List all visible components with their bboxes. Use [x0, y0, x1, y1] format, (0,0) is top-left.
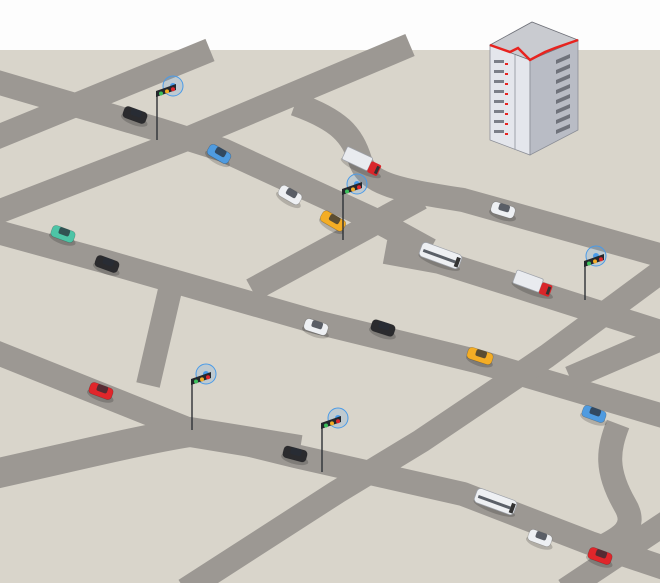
road — [0, 38, 215, 149]
signal-lamp-icon — [351, 187, 355, 192]
building-window — [494, 70, 504, 73]
building-balcony — [556, 94, 570, 104]
building-balcony — [556, 84, 570, 94]
traffic-light — [156, 75, 184, 140]
vehicle-car — [302, 318, 329, 339]
road — [0, 33, 415, 224]
vehicle-van — [318, 210, 347, 235]
building-window — [494, 130, 504, 133]
traffic-light — [584, 245, 607, 300]
vehicle-car — [525, 529, 553, 550]
signal-lamp-icon — [599, 257, 603, 262]
car-windows — [595, 549, 608, 559]
car-windows — [130, 108, 143, 118]
building-window-light — [505, 73, 508, 75]
building-window-light — [505, 83, 508, 85]
vehicle-car — [281, 445, 309, 466]
signal-lamp-icon — [336, 419, 340, 424]
signal-lamp-icon — [330, 421, 334, 426]
building-window — [494, 60, 504, 63]
building-balcony — [556, 114, 570, 124]
van-windows — [475, 349, 488, 359]
vehicle-bus — [473, 488, 518, 517]
van-windows — [328, 214, 341, 225]
vehicle-car — [369, 319, 396, 340]
signal-lamp-icon — [345, 189, 349, 194]
vehicle-car — [275, 184, 303, 209]
road — [565, 326, 660, 390]
building-balcony — [556, 104, 570, 114]
truck-windshield — [545, 286, 552, 295]
vehicle-car — [489, 201, 516, 222]
building-window-light — [505, 103, 508, 105]
signal-lamp-icon — [200, 377, 204, 382]
signal-lamp-icon — [194, 379, 198, 384]
signal-lamp-icon — [206, 375, 210, 380]
bus-windshield — [453, 256, 461, 268]
vehicle-car — [48, 225, 76, 246]
vehicle-truck — [511, 269, 553, 299]
building-balcony — [556, 124, 570, 134]
car-windows — [285, 188, 298, 199]
car-windows — [58, 227, 71, 237]
signal-lamp-icon — [165, 89, 169, 94]
car-windows — [214, 147, 227, 158]
signal-lamp-icon — [171, 87, 175, 92]
traffic-light — [321, 407, 349, 472]
road — [246, 187, 427, 301]
car-windows — [311, 320, 324, 330]
vehicle-car — [204, 143, 232, 168]
car-windows — [102, 257, 115, 267]
building-window — [494, 90, 504, 93]
vehicles — [48, 106, 613, 568]
signal-lamp-icon — [357, 185, 361, 190]
car-windows — [378, 321, 391, 331]
vehicle-car — [585, 547, 613, 568]
car-windows — [290, 447, 302, 457]
building-window — [494, 110, 504, 113]
traffic-light — [191, 363, 217, 430]
car-windows — [96, 384, 109, 394]
vehicle-car — [92, 255, 120, 276]
vehicle-van — [466, 347, 494, 368]
traffic-light — [342, 173, 368, 240]
building-window-light — [505, 113, 508, 115]
building-window-light — [505, 123, 508, 125]
road — [0, 417, 303, 489]
building-window — [494, 80, 504, 83]
vehicle-truck — [340, 146, 382, 179]
vehicle-car — [86, 382, 114, 403]
traffic-lights — [156, 75, 607, 472]
bus-windows — [477, 494, 511, 510]
building-balcony — [556, 74, 570, 84]
building-window-light — [505, 63, 508, 65]
building-window-light — [505, 93, 508, 95]
vehicle-car — [579, 405, 607, 426]
bus-windshield — [508, 502, 516, 514]
car-windows — [535, 531, 548, 541]
signal-lamp-icon — [593, 259, 597, 264]
truck-cab — [367, 161, 382, 176]
road — [558, 512, 660, 583]
car-windows — [589, 407, 602, 417]
building-balcony — [556, 54, 570, 64]
road — [594, 419, 642, 559]
building-window — [494, 120, 504, 123]
road — [178, 257, 660, 583]
apartment-building — [489, 21, 580, 156]
building-window — [494, 100, 504, 103]
building-balcony — [556, 64, 570, 74]
truck-windshield — [373, 165, 381, 175]
signal-lamp-icon — [587, 261, 591, 266]
vehicle-car — [120, 106, 148, 127]
road — [136, 287, 182, 388]
car-windows — [498, 203, 510, 213]
building-roof-trim — [489, 38, 579, 62]
bus-windows — [422, 248, 456, 264]
signal-lamp-icon — [324, 423, 328, 428]
building-window-light — [505, 133, 508, 135]
signal-lamp-icon — [159, 91, 163, 96]
vehicle-bus — [418, 242, 463, 271]
